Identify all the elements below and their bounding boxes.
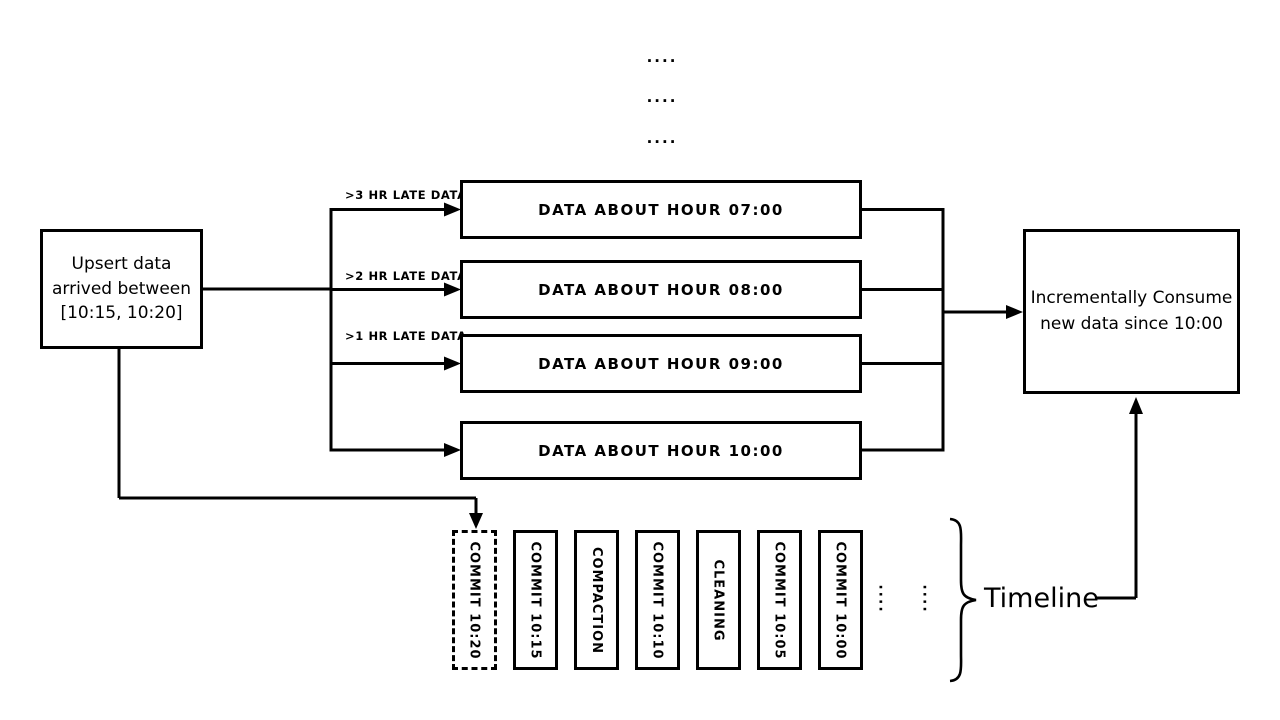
timeline-label: Timeline bbox=[984, 583, 1099, 614]
commit-box-1015: COMMIT 10:15 bbox=[513, 530, 558, 670]
incremental-consume-box: Incrementally Consume new data since 10:… bbox=[1023, 229, 1240, 394]
hour-box-0800-label: DATA ABOUT HOUR 08:00 bbox=[538, 280, 784, 299]
arrowhead-hour07 bbox=[444, 202, 461, 217]
timeline-brace bbox=[949, 517, 977, 683]
commit-box-1005-label: COMMIT 10:05 bbox=[772, 540, 788, 660]
timeline-ellipsis-1: .... bbox=[876, 584, 892, 614]
commit-box-1010: COMMIT 10:10 bbox=[635, 530, 680, 670]
top-ellipsis-row-3: .... bbox=[646, 129, 678, 147]
upsert-line-3: [10:15, 10:20] bbox=[60, 303, 183, 324]
upsert-line-1: Upsert data bbox=[71, 254, 172, 275]
hour-box-1000-label: DATA ABOUT HOUR 10:00 bbox=[538, 441, 784, 460]
top-ellipsis-row-1: .... bbox=[646, 48, 678, 66]
compaction-box-label: COMPACTION bbox=[589, 546, 605, 654]
timeline-ellipsis-2: .... bbox=[920, 584, 936, 614]
cleaning-box-label: CLEANING bbox=[711, 558, 727, 642]
arrowhead-timeline-entry bbox=[469, 513, 483, 529]
commit-box-1020-label: COMMIT 10:20 bbox=[467, 540, 483, 660]
commit-box-1005: COMMIT 10:05 bbox=[757, 530, 802, 670]
hour-box-0900-label: DATA ABOUT HOUR 09:00 bbox=[538, 354, 784, 373]
timeline-ellipsis-1-dots: .... bbox=[876, 584, 892, 614]
top-ellipsis-row-2: .... bbox=[646, 88, 678, 106]
arrowhead-consume bbox=[1006, 305, 1023, 319]
hour-box-1000: DATA ABOUT HOUR 10:00 bbox=[460, 421, 862, 480]
arrowhead-hour09 bbox=[444, 356, 461, 371]
commit-box-1000: COMMIT 10:00 bbox=[818, 530, 863, 670]
upsert-data-box: Upsert data arrived between [10:15, 10:2… bbox=[40, 229, 203, 349]
arrowhead-hour08 bbox=[444, 282, 461, 297]
cleaning-box: CLEANING bbox=[696, 530, 741, 670]
hour-box-0800: DATA ABOUT HOUR 08:00 bbox=[460, 260, 862, 319]
compaction-box: COMPACTION bbox=[574, 530, 619, 670]
branch-label-3hr: >3 HR LATE DATA bbox=[345, 188, 467, 202]
upsert-line-2: arrived between bbox=[51, 278, 192, 299]
commit-box-1000-label: COMMIT 10:00 bbox=[833, 540, 849, 660]
hour-box-0700: DATA ABOUT HOUR 07:00 bbox=[460, 180, 862, 239]
timeline-commit-row: COMMIT 10:20 COMMIT 10:15 COMPACTION COM… bbox=[452, 530, 863, 670]
hour-box-0900: DATA ABOUT HOUR 09:00 bbox=[460, 334, 862, 393]
consume-line-2: new data since 10:00 bbox=[1040, 313, 1223, 334]
consume-line-1: Incrementally Consume bbox=[1030, 288, 1233, 308]
commit-box-1015-label: COMMIT 10:15 bbox=[528, 540, 544, 660]
commit-box-1010-label: COMMIT 10:10 bbox=[650, 540, 666, 660]
arrowhead-hour10 bbox=[444, 443, 461, 457]
branch-label-2hr: >2 HR LATE DATA bbox=[345, 269, 467, 283]
hour-box-0700-label: DATA ABOUT HOUR 07:00 bbox=[538, 200, 784, 219]
branch-label-1hr: >1 HR LATE DATA bbox=[345, 329, 467, 343]
timeline-ellipsis-2-dots: .... bbox=[920, 584, 936, 614]
arrowhead-consume-up bbox=[1129, 397, 1143, 414]
commit-box-1020: COMMIT 10:20 bbox=[452, 530, 497, 670]
